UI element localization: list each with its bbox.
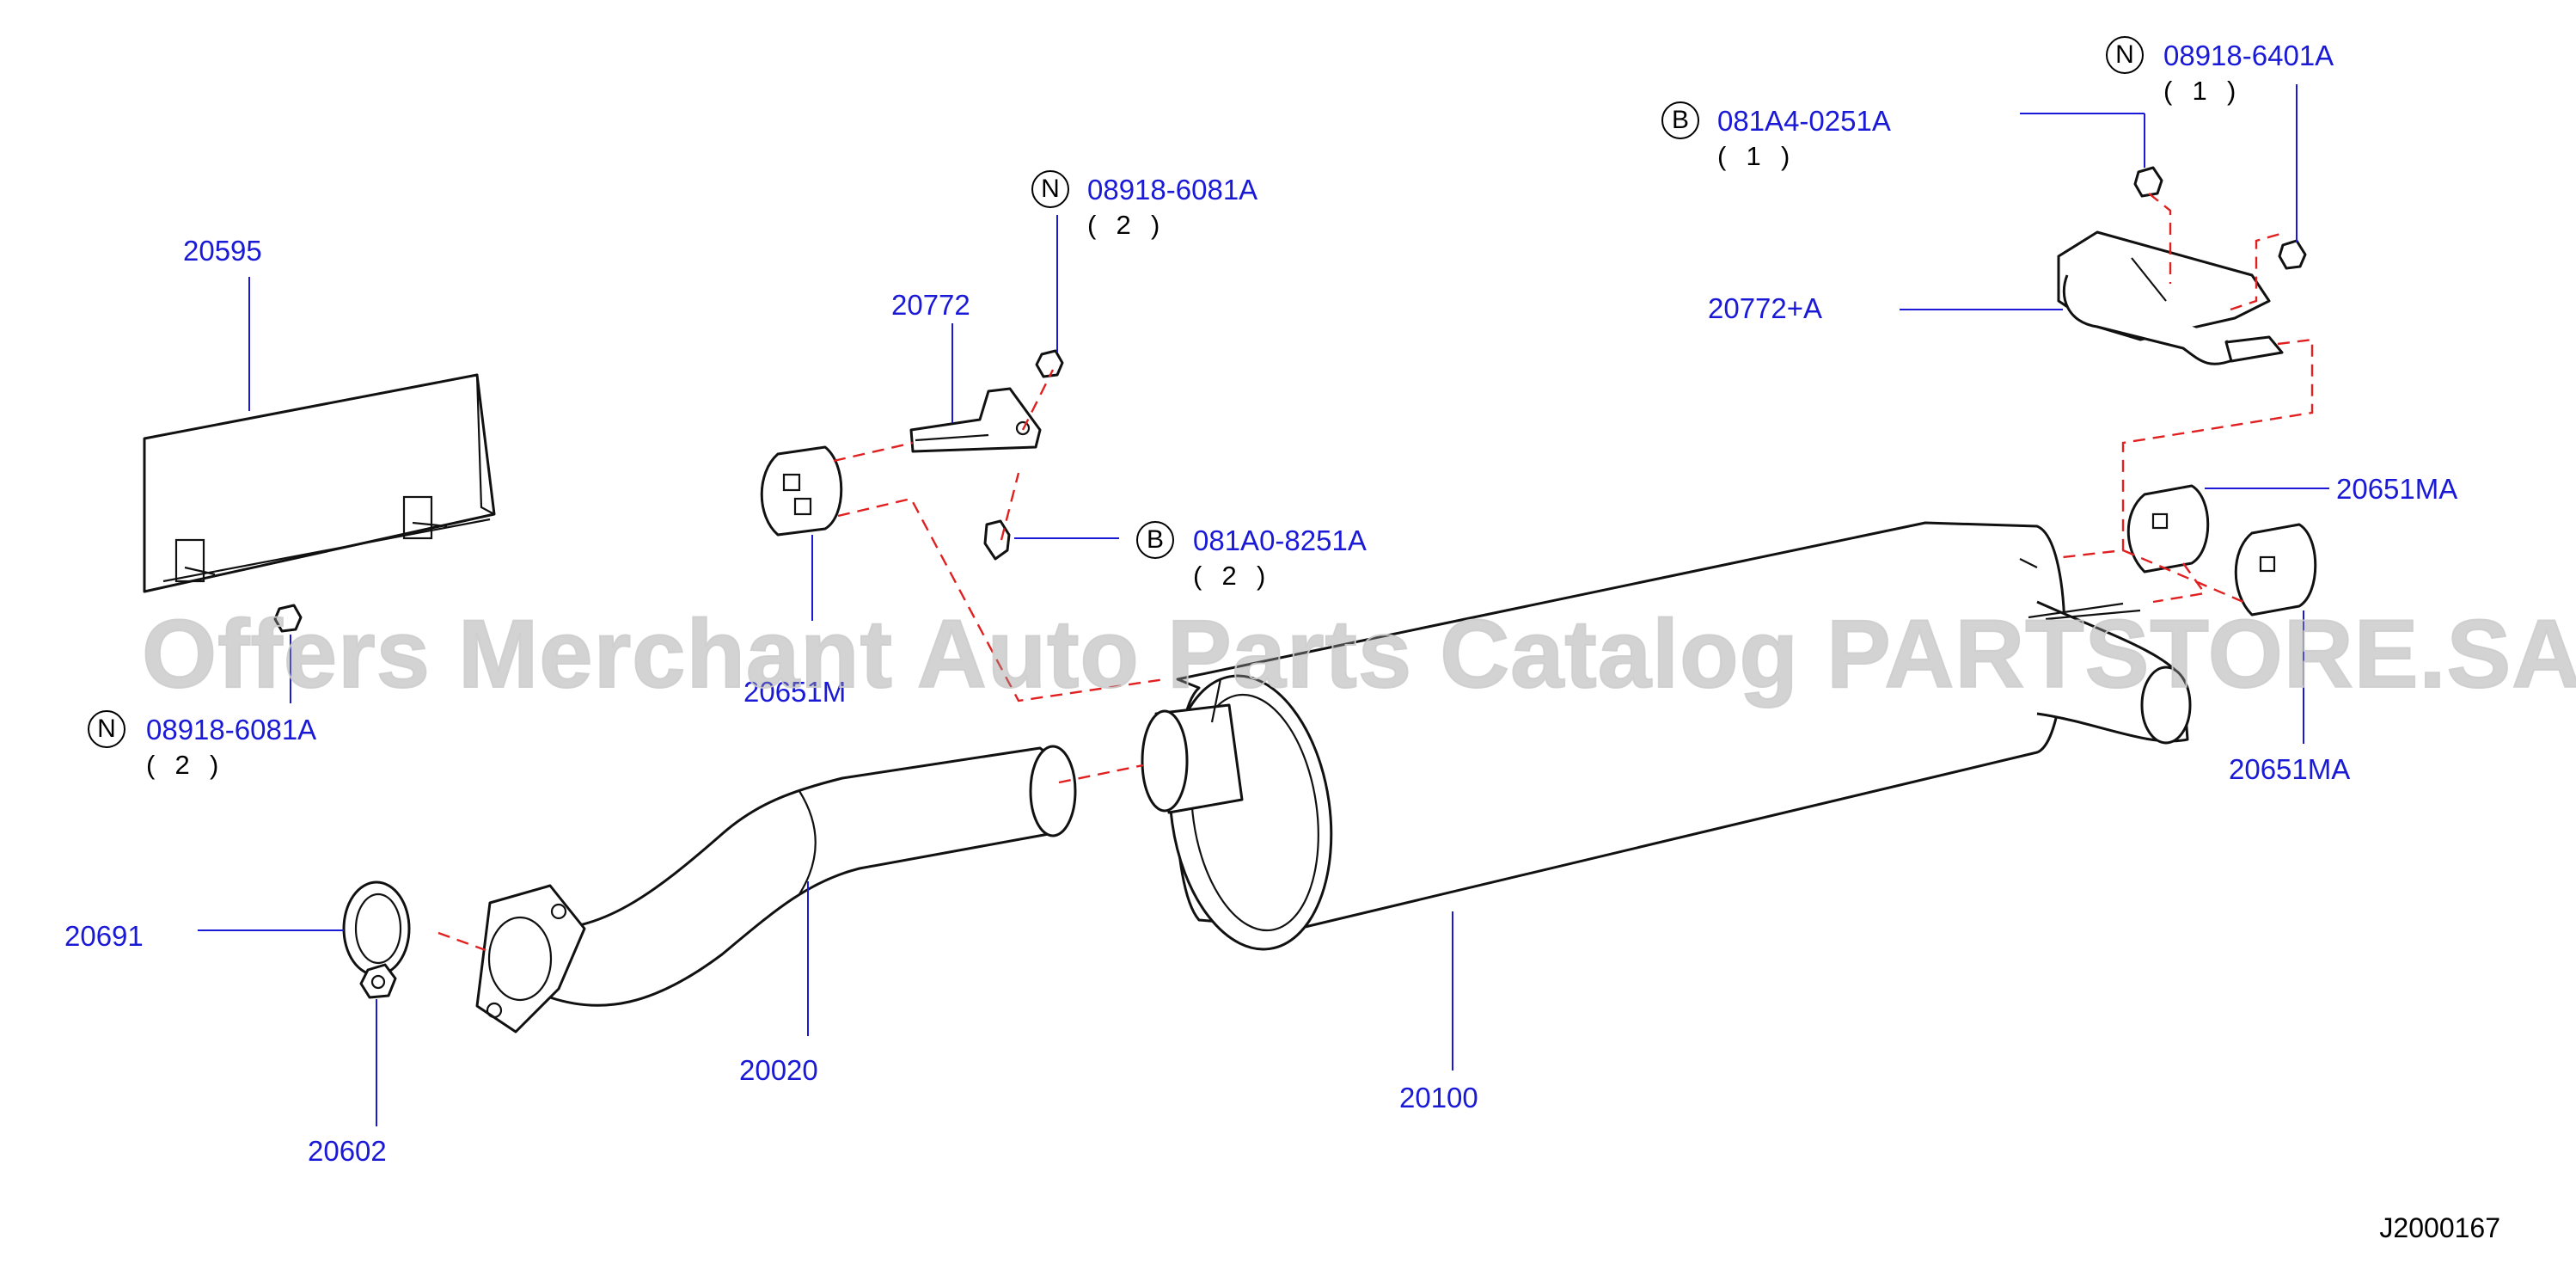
n-badge-icon: N xyxy=(88,710,125,748)
fastener-label-08918-6081a-left[interactable]: 08918-6081A xyxy=(146,714,317,745)
part-label-20772[interactable]: 20772 xyxy=(891,289,970,321)
b-badge-icon: B xyxy=(1136,521,1174,559)
part-label-20100[interactable]: 20100 xyxy=(1399,1082,1478,1113)
part-label-20020[interactable]: 20020 xyxy=(739,1054,818,1086)
mounting-rubber-20651ma-drawing xyxy=(2028,484,2317,619)
main-muffler-drawing xyxy=(1141,521,2192,951)
part-label-20691[interactable]: 20691 xyxy=(64,920,144,952)
front-exhaust-tube-drawing xyxy=(475,745,1077,1034)
fastener-label-08918-6081a-center[interactable]: 08918-6081A xyxy=(1087,174,1258,206)
b-badge-icon: B xyxy=(1661,101,1699,139)
bracket-20772-drawing xyxy=(909,387,1042,453)
part-label-20772a[interactable]: 20772+A xyxy=(1708,292,1823,324)
quantity-08918-6081a-center: ( 2 ) xyxy=(1087,210,1162,240)
mounting-rubber-20651m-drawing xyxy=(760,445,843,537)
assembly-guides xyxy=(437,193,2314,952)
quantity-08918-6401a: ( 1 ) xyxy=(2163,76,2238,106)
quantity-08918-6081a-left: ( 2 ) xyxy=(146,750,221,780)
n-badge-icon: N xyxy=(2106,36,2144,74)
diagram-id: J2000167 xyxy=(2379,1212,2500,1243)
heat-shield-drawing xyxy=(143,373,496,593)
nut-20602-drawing xyxy=(359,963,397,999)
gasket-drawing xyxy=(342,880,411,977)
watermark: Offers Merchant Auto Parts Catalog PARTS… xyxy=(141,600,2576,708)
bracket-20772a-drawing xyxy=(2057,166,2307,365)
fastener-label-08918-6401a[interactable]: 08918-6401A xyxy=(2163,40,2334,71)
part-label-20651ma-top[interactable]: 20651MA xyxy=(2336,473,2458,505)
fastener-label-081a4-0251a[interactable]: 081A4-0251A xyxy=(1717,105,1891,137)
leader-lines xyxy=(198,84,2329,1126)
part-label-20595[interactable]: 20595 xyxy=(183,235,262,267)
fastener-label-081a0-8251a[interactable]: 081A0-8251A xyxy=(1193,525,1367,556)
quantity-081a0-8251a: ( 2 ) xyxy=(1193,561,1268,591)
n-badge-icon: N xyxy=(1031,170,1069,208)
part-label-20602[interactable]: 20602 xyxy=(308,1135,387,1167)
part-label-20651m[interactable]: 20651M xyxy=(743,676,847,708)
quantity-081a4-0251a: ( 1 ) xyxy=(1717,141,1792,171)
part-label-20651ma-bottom[interactable]: 20651MA xyxy=(2229,753,2351,785)
